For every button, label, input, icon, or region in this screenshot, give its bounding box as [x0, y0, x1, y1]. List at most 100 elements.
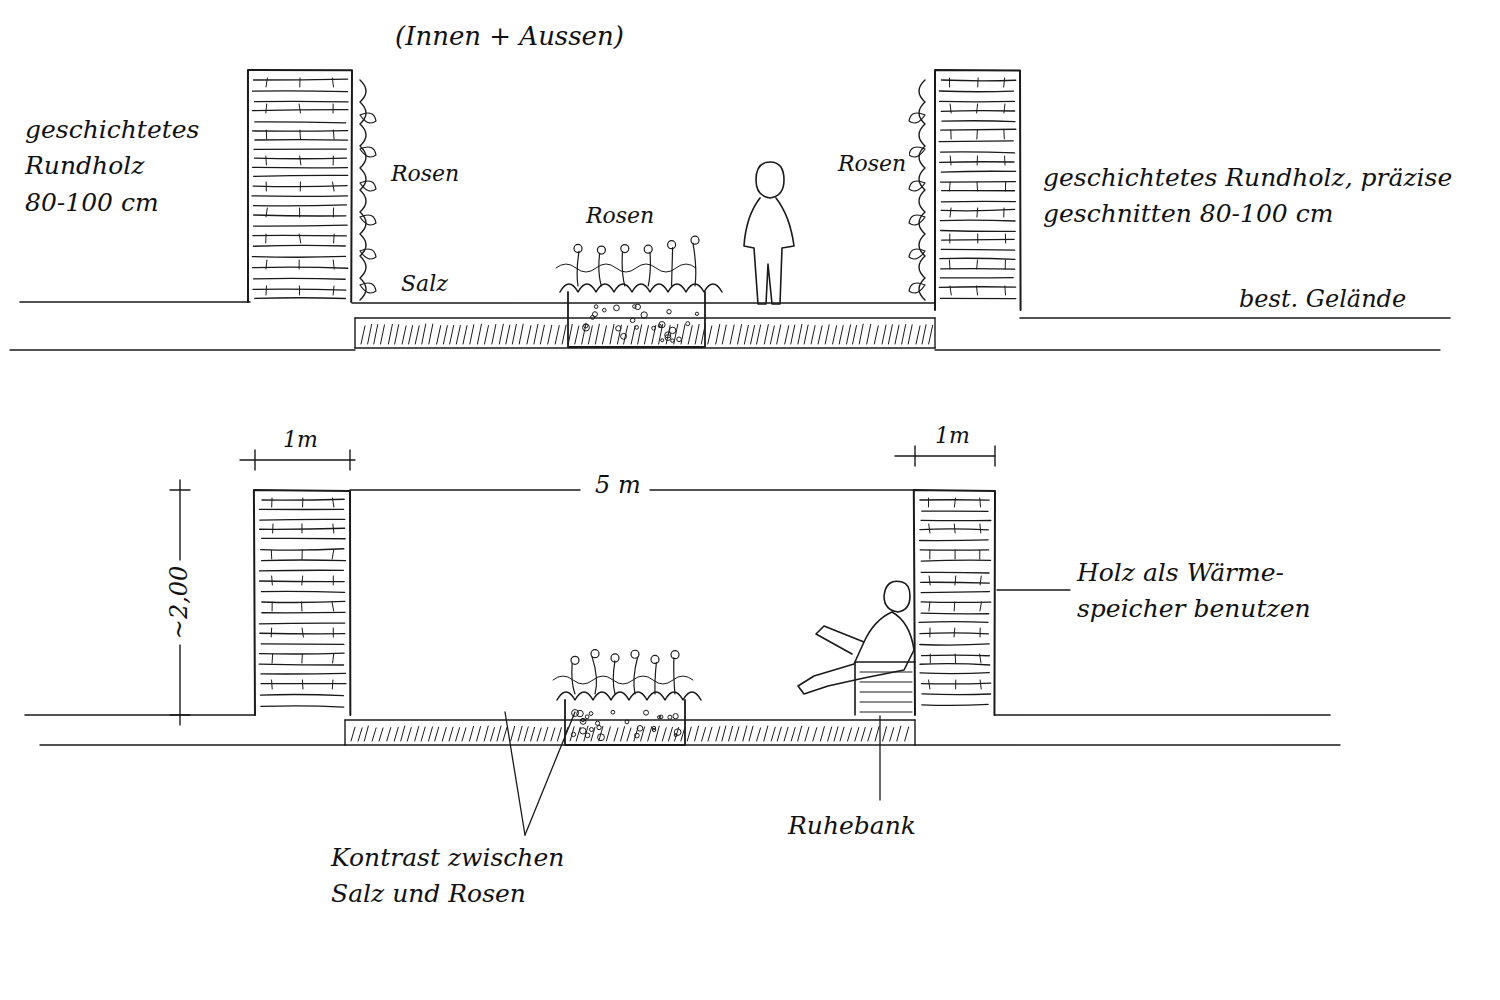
log-end [302, 550, 303, 559]
salt-hatch [757, 728, 761, 741]
rose-bloom [631, 650, 639, 658]
salt-hatch [394, 727, 398, 741]
log-layer [259, 570, 343, 572]
annotation-label: Salz [398, 268, 451, 300]
gravel [652, 728, 655, 731]
salt-hatch [610, 324, 614, 344]
log-end [976, 208, 978, 217]
bench-outline [855, 662, 915, 715]
gravel [621, 333, 627, 339]
log-end [333, 104, 334, 113]
log-layer [921, 560, 990, 562]
round-wood-wall [254, 490, 350, 715]
rose-stem [674, 658, 675, 694]
salt-hatch [435, 727, 439, 741]
salt-hatch [429, 324, 433, 344]
log-end [300, 182, 301, 191]
salt-hatch [834, 727, 838, 741]
salt-hatch [415, 326, 419, 344]
salt-bed-edge [354, 318, 355, 348]
ground-line [1020, 317, 1450, 319]
gravel [635, 733, 640, 738]
log-end [977, 156, 978, 165]
log-end [980, 680, 981, 689]
salt-hatch [839, 326, 843, 344]
salt-hatch [511, 726, 515, 741]
salt-hatch [477, 727, 481, 741]
gravel [614, 305, 620, 311]
salt-hatch [497, 726, 501, 741]
log-layer [941, 249, 1014, 251]
salt-hatch [544, 727, 548, 741]
log-end [299, 260, 300, 269]
log-end [271, 498, 272, 507]
standing-person [744, 162, 794, 304]
log-layer [920, 549, 989, 551]
log-layer [262, 612, 345, 614]
salt-hatch [401, 726, 405, 741]
salt-hatch [688, 326, 692, 344]
log-end [954, 602, 956, 611]
rose-bloom [651, 655, 659, 663]
log-end [950, 130, 951, 139]
log-end [333, 156, 334, 165]
wall-outline [935, 70, 1021, 310]
salt-hatch [729, 726, 733, 741]
resting-person [798, 581, 914, 694]
gravel [589, 727, 593, 731]
log-end [949, 260, 951, 269]
annotation-label: Rosen [583, 200, 657, 232]
salt-hatch [631, 326, 635, 344]
annotation-label: Rosen [835, 148, 909, 180]
gravel [577, 710, 584, 717]
log-end [1004, 104, 1005, 113]
salt-hatch [784, 727, 788, 741]
annotation-label: geschichtetes Rundholz 80-100 cm [22, 112, 178, 221]
log-end [333, 628, 334, 637]
salt-hatch [551, 728, 555, 741]
log-layer [921, 520, 991, 522]
rose-leaf [360, 249, 376, 259]
log-end [333, 182, 335, 191]
bed-box [565, 700, 685, 745]
salt-hatch [777, 727, 781, 741]
salt-bed-edge [344, 720, 345, 745]
log-layer [259, 652, 344, 654]
log-end [950, 208, 951, 217]
log-layer [921, 613, 989, 615]
log-layer [259, 622, 344, 624]
salt-hatch [861, 728, 865, 741]
rose-leaf [909, 249, 925, 259]
salt-hatch [905, 727, 909, 741]
salt-hatch [722, 726, 726, 741]
log-end [333, 234, 334, 243]
log-end [955, 550, 956, 559]
log-end [929, 550, 930, 559]
log-end [929, 680, 930, 689]
log-end [950, 156, 952, 165]
log-end [271, 680, 273, 689]
log-layer [262, 538, 345, 540]
rose-leaf [360, 283, 376, 293]
annotation-label: best. Gelände [1236, 282, 1409, 317]
log-end [976, 260, 978, 269]
salt-hatch [716, 324, 720, 344]
log-end [979, 550, 980, 559]
log-end [272, 602, 273, 611]
log-end [333, 208, 334, 217]
rose-foliage [557, 692, 701, 700]
log-layer [920, 672, 989, 674]
log-layer [942, 190, 1015, 191]
salt-hatch [868, 728, 872, 741]
log-layer [260, 519, 345, 521]
salt-hatch [415, 727, 419, 741]
salt-hatch [437, 326, 441, 344]
rose-stem [599, 253, 602, 286]
log-end [302, 680, 303, 689]
salt-hatch [820, 727, 824, 741]
log-end [266, 208, 267, 217]
salt-hatch [422, 324, 426, 344]
log-end [333, 260, 334, 269]
log-end [302, 628, 303, 637]
salt-hatch [506, 325, 510, 344]
